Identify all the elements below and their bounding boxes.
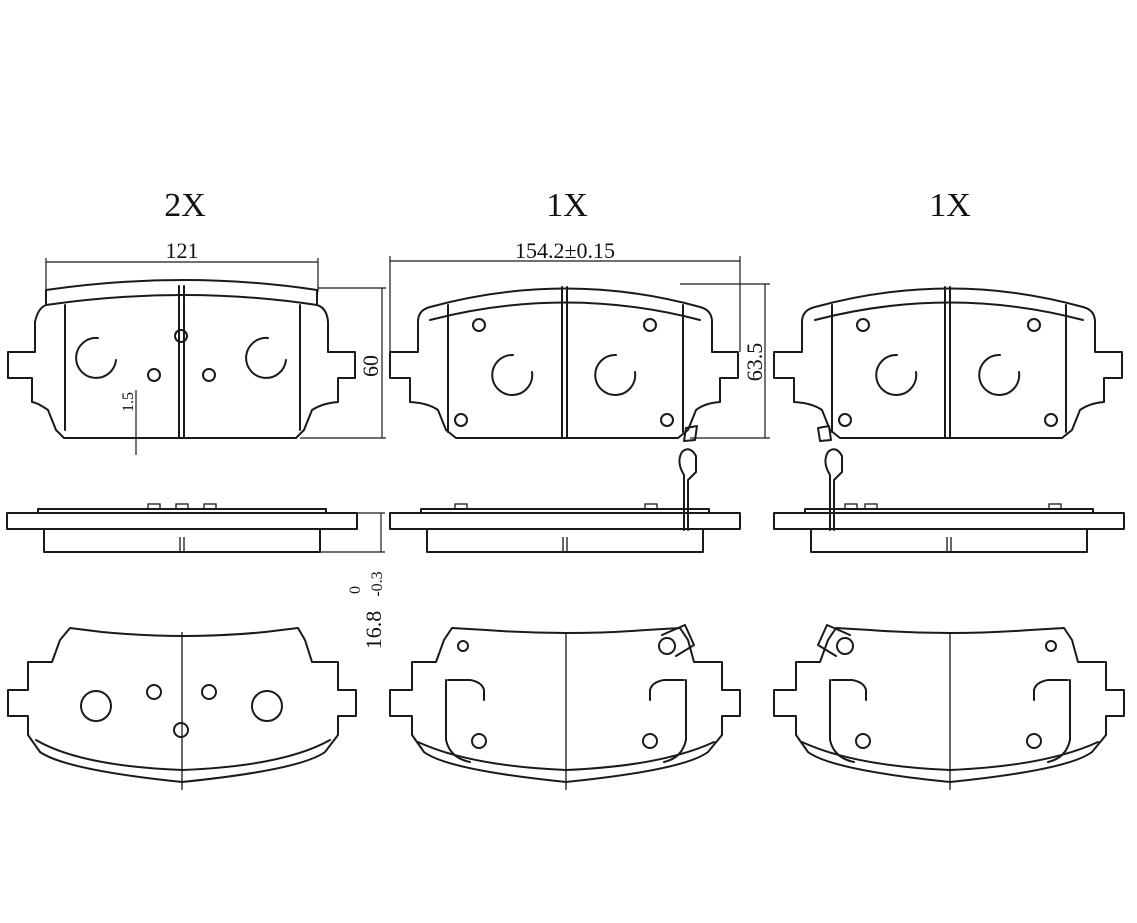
quantity-label-middle: 1X xyxy=(546,187,588,224)
quantity-label-left: 2X xyxy=(164,187,206,224)
dimension-thickness-tol-lower: -0.3 xyxy=(369,571,386,596)
dimension-height-right: 63.5 xyxy=(680,283,770,439)
dimension-thickness-tol-upper: 0 xyxy=(347,586,364,594)
left-pad-side-view xyxy=(6,503,358,553)
right-pad-back-view xyxy=(773,624,1125,790)
dimension-shim-gap-value: 1.5 xyxy=(120,392,137,412)
middle-pad-side-view xyxy=(389,503,741,553)
dimension-shim-gap: 1.5 xyxy=(120,390,142,455)
right-pad-front-view xyxy=(773,286,1123,442)
dimension-height-left-value: 60 xyxy=(358,355,383,377)
middle-wear-sensor-clip xyxy=(678,448,697,531)
right-pad-side-view xyxy=(773,503,1125,553)
middle-pad-back-view xyxy=(389,624,741,790)
quantity-label-right: 1X xyxy=(929,187,971,224)
right-wear-sensor-clip xyxy=(824,448,843,531)
dimension-width-left-value: 121 xyxy=(166,238,199,263)
dimension-width-right-value: 154.2±0.15 xyxy=(515,238,615,263)
dimension-thickness: 16.8 0 -0.3 xyxy=(320,512,386,650)
left-pad-front-view xyxy=(7,279,356,439)
dimension-height-left: 60 xyxy=(300,287,386,439)
dimension-height-right-value: 63.5 xyxy=(742,343,767,382)
middle-pad-front-view xyxy=(389,286,739,442)
left-pad-back-view xyxy=(7,627,357,790)
dimension-width-left: 121 xyxy=(45,238,319,292)
dimension-thickness-value: 16.8 xyxy=(361,611,386,650)
dimension-width-right: 154.2±0.15 xyxy=(389,238,741,352)
